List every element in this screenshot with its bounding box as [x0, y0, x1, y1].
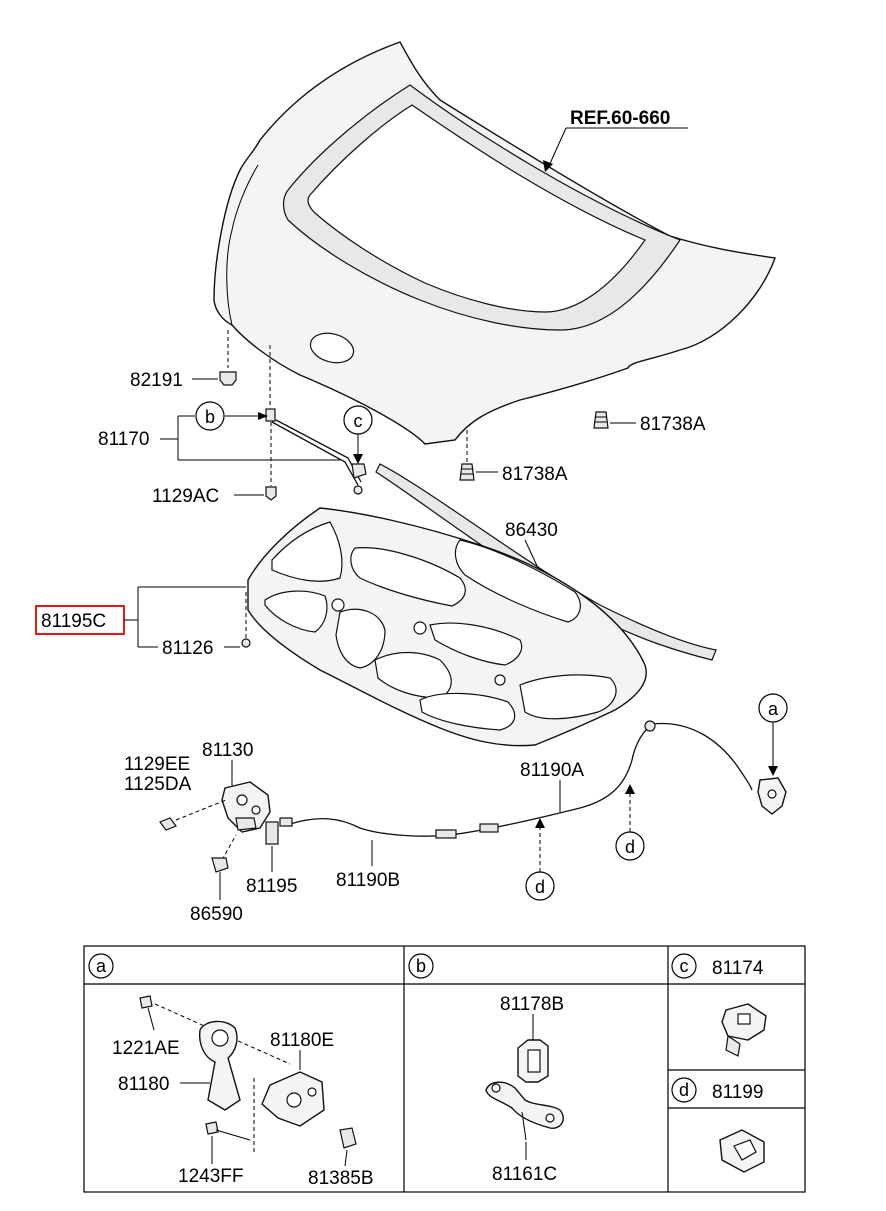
ref-label: REF.60-660 [570, 108, 670, 129]
label-82191: 82191 [130, 370, 183, 391]
svg-text:c: c [680, 956, 689, 976]
svg-text:b: b [416, 956, 426, 976]
table-cell-a-header: a [88, 953, 114, 979]
label-81738A-right: 81738A [640, 414, 706, 435]
callout-c: c [343, 405, 373, 479]
detail-a-1221AE: 1221AE [112, 1038, 180, 1059]
hood-insulator-81195C[interactable] [247, 507, 647, 747]
label-81195C[interactable]: 81195C [41, 611, 106, 632]
callout-d-diagram-2: d [525, 818, 555, 901]
detail-a-parts[interactable] [139, 995, 357, 1152]
label-1125DA: 1125DA [124, 774, 192, 795]
callout-b: b [195, 401, 225, 431]
table-cell-d-header: d [671, 1077, 697, 1103]
detail-a-1243FF: 1243FF [178, 1166, 243, 1187]
label-81190A: 81190A [520, 760, 584, 781]
label-1129EE: 1129EE [124, 754, 190, 775]
release-cable[interactable] [279, 720, 753, 839]
label-86430: 86430 [505, 520, 558, 541]
callout-d-diagram-1: d [615, 784, 645, 861]
label-86590: 86590 [190, 904, 243, 925]
detail-table [83, 945, 806, 1193]
svg-text:d: d [679, 1080, 689, 1100]
svg-text:d: d [625, 837, 635, 857]
label-1129AC: 1129AC [152, 486, 219, 507]
clip-81126[interactable] [241, 592, 251, 648]
label-81126: 81126 [162, 638, 213, 659]
detail-a-81385B: 81385B [308, 1168, 374, 1189]
hood-latch-81130[interactable] [221, 781, 279, 845]
release-handle[interactable] [757, 777, 787, 815]
bolt-86590[interactable] [211, 834, 237, 873]
svg-text:d: d [535, 877, 545, 897]
detail-d-81199: 81199 [712, 1082, 763, 1103]
detail-b-81161C: 81161C [492, 1164, 557, 1185]
bumper-82191[interactable] [219, 330, 237, 386]
hood-panel[interactable] [213, 41, 776, 445]
svg-text:c: c [354, 411, 363, 431]
label-81195: 81195 [246, 876, 297, 897]
table-cell-c-header: c [671, 953, 697, 979]
label-81738A-left: 81738A [502, 464, 568, 485]
svg-text:a: a [768, 699, 779, 719]
label-81170: 81170 [98, 429, 149, 450]
detail-a-81180: 81180 [118, 1074, 169, 1095]
detail-c-81174: 81174 [712, 958, 764, 979]
label-81130: 81130 [202, 740, 253, 761]
svg-text:a: a [96, 956, 107, 976]
callout-a-diagram: a [758, 693, 788, 776]
bumper-81738A-left[interactable] [459, 430, 475, 481]
table-cell-b-header: b [408, 953, 434, 979]
detail-d-clip-81199[interactable] [719, 1129, 765, 1173]
detail-a-81180E: 81180E [270, 1030, 334, 1051]
detail-b-81178B: 81178B [500, 994, 564, 1015]
detail-b-parts[interactable] [485, 1039, 564, 1141]
bolt-1129EE[interactable] [159, 799, 227, 831]
bumper-81738A-right[interactable] [593, 411, 609, 429]
detail-c-clip-81174[interactable] [721, 1003, 767, 1057]
svg-text:b: b [205, 407, 215, 427]
label-81190B: 81190B [336, 870, 400, 891]
